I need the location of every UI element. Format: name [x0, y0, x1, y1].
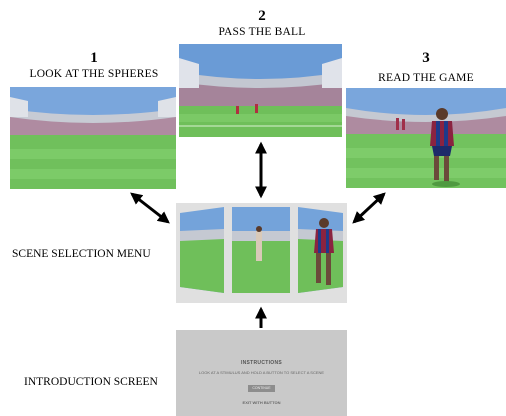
introduction-screen-label: INTRODUCTION SCREEN	[24, 376, 158, 388]
step-1-title: LOOK AT THE SPHERES	[29, 68, 159, 80]
arrow-menu-scene-1	[130, 192, 170, 224]
step-3-number: 3	[422, 50, 430, 66]
intro-heading: INSTRUCTIONS	[240, 360, 283, 366]
scene-look-at-spheres-image	[10, 87, 176, 189]
scene-read-the-game-image	[346, 88, 506, 188]
introduction-screen-image: INSTRUCTIONS LOOK AT A STIMULUS AND HOLD…	[176, 330, 347, 416]
intro-footer: EXIT WITH BUTTON	[242, 400, 281, 405]
scene-selection-menu-label: SCENE SELECTION MENU	[12, 248, 151, 260]
scene-pass-the-ball-image	[179, 44, 342, 137]
step-3-title: READ THE GAME	[378, 72, 474, 84]
intro-continue-button: CONTINUE	[248, 385, 275, 392]
intro-text: LOOK AT A STIMULUS AND HOLD A BUTTON TO …	[198, 370, 325, 375]
step-2-title: PASS THE BALL	[218, 26, 306, 38]
scene-selection-menu-image	[176, 203, 347, 303]
arrow-menu-scene-3	[352, 192, 386, 224]
step-1-number: 1	[90, 50, 98, 66]
step-2-number: 2	[258, 8, 266, 24]
